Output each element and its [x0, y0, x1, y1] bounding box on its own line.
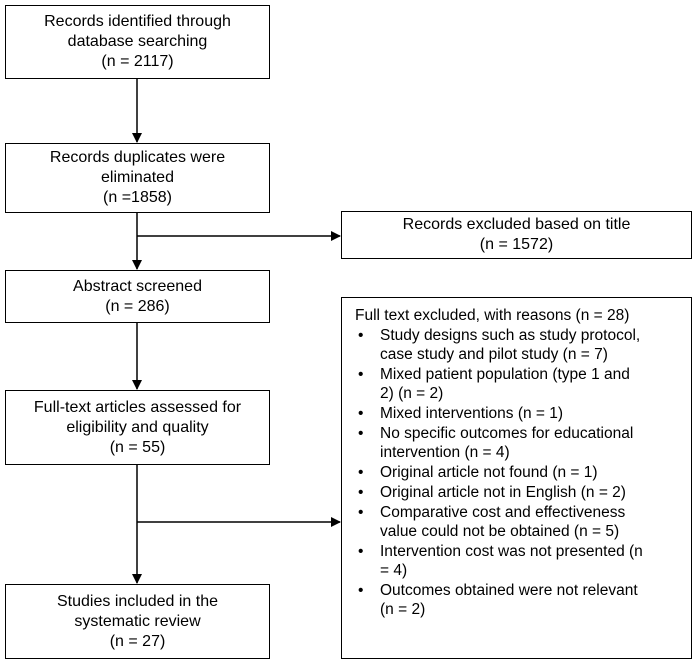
exclusion-reason: • Original article not found (n = 1): [352, 463, 681, 482]
box-line: (n = 27): [109, 632, 166, 650]
reason-line: Outcomes obtained were not relevant: [380, 582, 638, 599]
abstract-screened-box: Abstract screened (n = 286): [5, 270, 270, 323]
box-line: eliminated: [101, 169, 174, 186]
exclusion-reason: • No specific outcomes for educational int…: [352, 424, 681, 462]
box-line: database searching: [67, 33, 208, 50]
reason-line: Study designs such as study protocol,: [380, 327, 641, 344]
bullet-icon: •: [358, 366, 364, 383]
bullet-icon: •: [358, 504, 364, 521]
bullet-icon: •: [358, 425, 364, 442]
reason-line: Mixed interventions (n = 1): [380, 405, 564, 422]
exclusion-reason: • Original article not in English (n = 2): [352, 483, 681, 502]
records-identified-box: Records identified through database sear…: [5, 5, 270, 79]
reason-line: (n = 2): [380, 601, 426, 618]
bullet-icon: •: [358, 405, 364, 422]
exclusion-reason: • Intervention cost was not presented (n =…: [352, 542, 681, 580]
reason-line: value could not be obtained (n = 5): [380, 523, 620, 540]
box-line: Abstract screened: [73, 277, 202, 295]
bullet-icon: •: [358, 484, 364, 501]
reason-line: Comparative cost and effectiveness: [380, 504, 626, 521]
reason-line: Original article not in English (n = 2): [380, 484, 626, 501]
reason-line: Mixed patient population (type 1 and: [380, 366, 630, 383]
reason-line: No specific outcomes for educational: [380, 425, 634, 442]
reason-line: Intervention cost was not presented (n: [380, 543, 643, 560]
exclusion-reason: • Outcomes obtained were not relevant (n =…: [352, 581, 681, 619]
studies-included-box: Studies included in the systematic revie…: [5, 584, 270, 659]
exclusion-reason: • Mixed interventions (n = 1): [352, 404, 681, 423]
box-line: Studies included in the: [57, 592, 218, 610]
bullet-icon: •: [358, 464, 364, 481]
box-line: (n = 1572): [479, 236, 554, 253]
box-line: (n = 2117): [101, 53, 174, 70]
box-line: (n =1858): [103, 189, 172, 206]
bullet-icon: •: [358, 582, 364, 599]
reason-line: = 4): [380, 562, 408, 579]
fulltext-excluded-box: Full text excluded, with reasons (n = 28…: [341, 297, 692, 659]
fulltext-excluded-heading: Full text excluded, with reasons (n = 28…: [355, 307, 630, 324]
exclusion-reason: • Mixed patient population (type 1 and 2) …: [352, 365, 681, 403]
box-line: systematic review: [74, 612, 201, 630]
reason-line: Original article not found (n = 1): [380, 464, 598, 481]
duplicates-eliminated-box: Records duplicates were eliminated (n =1…: [5, 143, 270, 213]
bullet-icon: •: [358, 327, 364, 344]
fulltext-assessed-box: Full-text articles assessed for eligibil…: [5, 390, 270, 465]
exclusion-reason: • Comparative cost and effectiveness value…: [352, 503, 681, 541]
box-line: Records identified through: [44, 13, 231, 30]
box-line: eligibility and quality: [66, 418, 209, 436]
exclusion-reason-list: • Study designs such as study protocol, ca…: [352, 326, 681, 619]
box-line: Records duplicates were: [49, 149, 226, 166]
box-line: Records excluded based on title: [402, 216, 631, 233]
bullet-icon: •: [358, 543, 364, 560]
reason-line: case study and pilot study (n = 7): [380, 346, 608, 363]
box-line: Full-text articles assessed for: [33, 398, 242, 416]
box-line: (n = 286): [105, 297, 170, 315]
box-line: (n = 55): [109, 438, 166, 456]
records-excluded-title-box: Records excluded based on title (n = 157…: [341, 211, 692, 259]
reason-line: intervention (n = 4): [380, 444, 510, 461]
exclusion-reason: • Study designs such as study protocol, ca…: [352, 326, 681, 364]
reason-line: 2) (n = 2): [380, 385, 444, 402]
